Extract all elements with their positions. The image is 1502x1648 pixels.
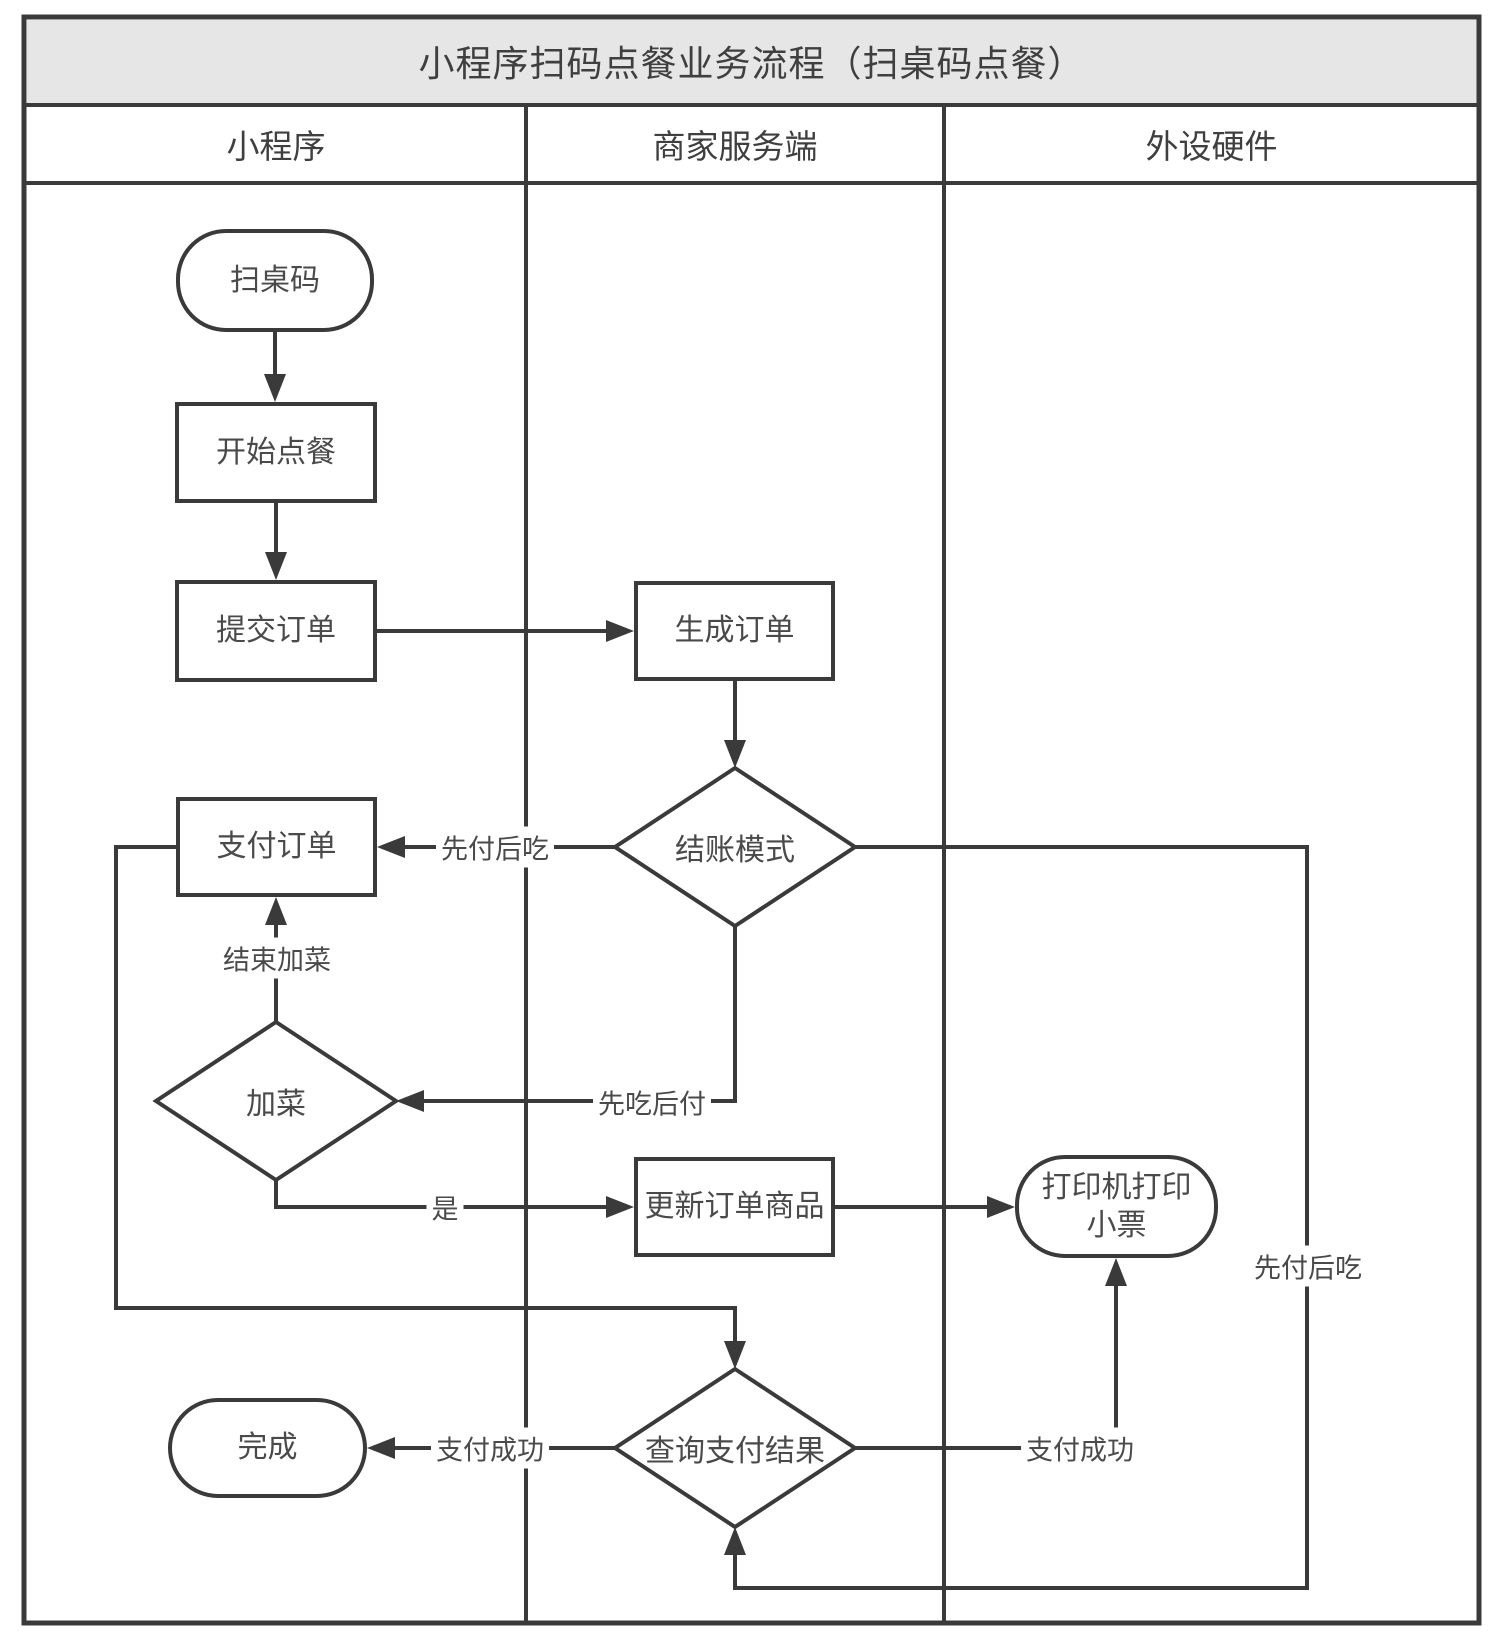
swimlane-frame [21, 14, 1482, 1626]
node-query-payment-result-label: 查询支付结果 [645, 1435, 825, 1468]
edge-generate-to-checkout [724, 681, 746, 768]
lane-header-merchant-server: 商家服务端 [652, 128, 818, 165]
arrowhead-up-icon [265, 897, 287, 925]
arrowhead-down-icon [724, 740, 746, 768]
arrowhead-down-icon [264, 374, 286, 402]
edge-scan-to-start [264, 332, 286, 402]
title-bar-background [27, 20, 1477, 105]
edge-start-to-submit [265, 503, 287, 580]
edge-update-to-printer [835, 1196, 1015, 1218]
arrowhead-right-icon [606, 620, 634, 642]
node-done: 完成 [168, 1398, 367, 1498]
node-add-dish-label: 加菜 [246, 1088, 306, 1121]
arrowhead-left-icon [367, 1437, 395, 1459]
edge-label-payment-success-right: 支付成功 [1021, 1427, 1139, 1469]
arrowhead-down-icon [724, 1341, 746, 1369]
arrowhead-right-icon [606, 1196, 634, 1218]
edge-label-payment-success-left: 支付成功 [431, 1427, 549, 1469]
node-checkout-mode-label: 结账模式 [675, 834, 795, 867]
edge-label-eat-first-pay-later: 先吃后付 [593, 1081, 711, 1123]
arrowhead-left-icon [396, 1090, 424, 1112]
edge-label-pay-first-eat-later-right: 先付后吃 [1249, 1245, 1367, 1287]
node-pay-order: 支付订单 [176, 797, 377, 897]
edge-adddish-to-update [274, 1180, 634, 1218]
edge-checkout-to-adddish [396, 926, 737, 1112]
lane-header-peripheral-hardware: 外设硬件 [1145, 128, 1278, 165]
query-payment-result-diamond [611, 1366, 859, 1530]
arrowhead-down-icon [265, 552, 287, 580]
node-generate-order: 生成订单 [634, 581, 835, 681]
arrowhead-left-icon [377, 836, 405, 858]
node-scan-table-code: 扫桌码 [176, 229, 374, 332]
checkout-mode-diamond [611, 765, 859, 929]
node-submit-order: 提交订单 [175, 580, 377, 682]
arrowhead-right-icon [987, 1196, 1015, 1218]
node-start-ordering: 开始点餐 [175, 402, 377, 503]
outer-border [21, 14, 1482, 1626]
node-update-order-items: 更新订单商品 [634, 1157, 835, 1257]
arrowhead-up-icon [1105, 1258, 1127, 1286]
edge-submit-to-generate [377, 620, 634, 642]
edge-label-yes: 是 [426, 1186, 464, 1228]
page-title: 小程序扫码点餐业务流程（扫桌码点餐） [418, 43, 1085, 84]
add-dish-diamond [152, 1019, 400, 1183]
edge-label-pay-first-eat-later-left: 先付后吃 [436, 826, 554, 868]
node-printer-print-receipt: 打印机打印小票 [1015, 1155, 1218, 1258]
lane-header-miniprogram: 小程序 [226, 128, 326, 165]
edge-checkout-right-to-query [724, 845, 1309, 1590]
arrowhead-up-icon [724, 1527, 746, 1555]
edge-pay-loop-to-query [114, 845, 746, 1369]
edge-label-finish-adding-dishes: 结束加菜 [218, 937, 336, 979]
